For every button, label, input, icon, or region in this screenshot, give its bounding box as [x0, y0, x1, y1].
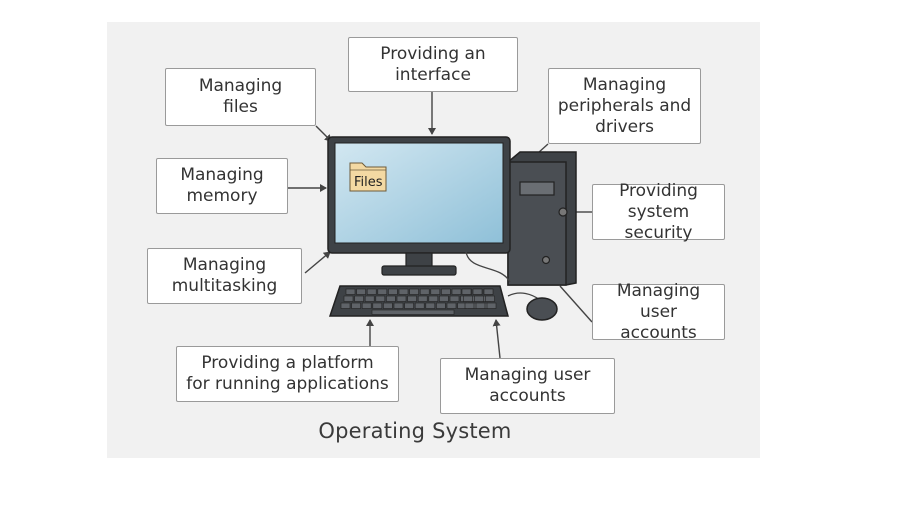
keyboard-key	[419, 288, 430, 295]
keyboard-numpad-key	[486, 302, 497, 309]
keyboard-key	[366, 288, 377, 295]
managing-memory-label: Managing memory	[180, 165, 264, 206]
keyboard-key	[388, 288, 398, 295]
keyboard-spacebar	[371, 309, 455, 315]
managing-peripherals-box: Managing peripherals and drivers	[548, 68, 701, 144]
managing-files-label: Managing files	[198, 76, 283, 117]
monitor-cable	[465, 251, 511, 283]
monitor	[327, 136, 511, 276]
keyboard-key	[439, 295, 449, 302]
keyboard-numpad-key	[485, 295, 495, 302]
keyboard-key	[430, 288, 441, 295]
keyboard-key	[351, 302, 361, 309]
keyboard-key	[428, 295, 439, 302]
keyboard-numpad-key	[461, 288, 472, 295]
keyboard-key	[386, 295, 396, 302]
keyboard-key	[414, 302, 425, 309]
keyboard-key	[377, 288, 388, 295]
mouse	[526, 297, 558, 321]
keyboard-key	[398, 288, 409, 295]
managing-user-accounts-bottom-box: Managing user accounts	[440, 358, 615, 414]
keyboard-key	[436, 302, 446, 309]
keyboard-key	[407, 295, 417, 302]
keyboard-key	[383, 302, 393, 309]
keyboard-numpad-key	[475, 302, 486, 309]
keyboard-key	[372, 302, 383, 309]
providing-platform-label: Providing a platform for running applica…	[186, 353, 389, 394]
managing-user-accounts-bottom-label: Managing user accounts	[464, 365, 591, 406]
keyboard-numpad-key	[464, 302, 475, 309]
managing-files-box: Managing files	[165, 68, 316, 126]
keyboard	[328, 285, 509, 317]
providing-platform-box: Providing a platform for running applica…	[176, 346, 399, 402]
providing-security-box: Providing system security	[592, 181, 725, 243]
managing-user-accounts-right-box: Managing user accounts	[592, 281, 725, 343]
providing-interface-box: Providing an interface	[348, 37, 518, 92]
keyboard-key	[393, 302, 404, 309]
keyboard-numpad-key	[474, 295, 484, 302]
keyboard-key	[340, 302, 351, 309]
keyboard-key	[446, 302, 457, 309]
keyboard-key	[354, 295, 364, 302]
managing-multitasking-label: Managing multitasking	[171, 255, 278, 296]
keyboard-key	[375, 295, 386, 302]
providing-security-label: Providing system security	[619, 180, 698, 243]
diagram-title: Operating System	[318, 419, 512, 443]
keyboard-key	[404, 302, 414, 309]
folder-icon	[349, 162, 387, 192]
providing-interface-label: Providing an interface	[380, 43, 486, 85]
keyboard-key	[364, 295, 375, 302]
computer-tower	[507, 151, 577, 286]
keyboard-numpad-key	[472, 288, 483, 295]
keyboard-key	[396, 295, 407, 302]
keyboard-key	[451, 288, 462, 295]
keyboard-numpad-key	[483, 288, 494, 295]
managing-multitasking-box: Managing multitasking	[147, 248, 302, 304]
managing-memory-box: Managing memory	[156, 158, 288, 214]
managing-peripherals-label: Managing peripherals and drivers	[557, 74, 692, 137]
keyboard-key	[361, 302, 372, 309]
folder-label: Files	[354, 175, 383, 190]
managing-user-accounts-right-label: Managing user accounts	[616, 280, 701, 343]
keyboard-key	[425, 302, 436, 309]
keyboard-key	[417, 295, 428, 302]
keyboard-numpad-key	[463, 295, 473, 302]
keyboard-key	[345, 288, 356, 295]
keyboard-key	[449, 295, 460, 302]
keyboard-key	[343, 295, 354, 302]
keyboard-key	[356, 288, 366, 295]
keyboard-key	[441, 288, 451, 295]
keyboard-key	[409, 288, 419, 295]
